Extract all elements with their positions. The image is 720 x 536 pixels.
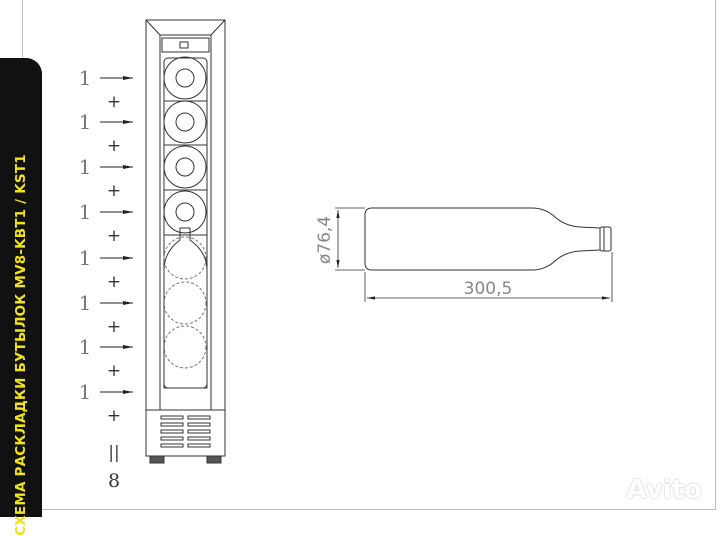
diameter-label: ø76,4 [315,216,335,264]
plus-sign: + [107,92,121,112]
vent-slot [160,436,184,441]
bottle-neck-circle [175,68,195,88]
vent-slot [187,443,211,448]
row-count-label: 1 [79,335,92,359]
bottle-neck-circle [175,202,195,222]
bottle-count-column: 1 +1 +1 +1 +1 +1 +1 +1 + || 8 [79,66,133,492]
hidden-bottle-circle [163,281,207,325]
row-count-label: 1 [79,110,92,134]
plus-sign: + [107,181,121,201]
row-count-label: 1 [79,380,92,404]
upright-bottle-outline [163,227,208,389]
plus-sign: + [107,361,121,381]
bottle-side-view [364,207,612,271]
dimension-lines [335,207,613,302]
layout-diagram: 1 +1 +1 +1 +1 +1 +1 +1 + || 8 ø76,4 300,5 [79,19,613,492]
avito-watermark: Avito [626,475,702,505]
plus-sign: + [107,226,121,246]
bottle-front-circle [163,100,207,144]
total-count: 8 [108,470,120,492]
plus-sign: + [107,272,121,292]
plus-sign: + [107,406,121,426]
title-tab: СХЕМА РАСКЛАДКИ БУТЫЛОК MV8-KBT1 / KST1 [0,58,42,536]
row-count-label: 1 [79,246,92,270]
vent-slot [160,443,184,448]
vent-slot [160,415,184,420]
plus-sign: + [107,317,121,337]
hidden-bottle-circle [163,236,207,280]
bottle-front-circle [163,56,207,100]
row-count-label: 1 [79,66,92,90]
bottle-neck-circle [175,112,195,132]
row-count-label: 1 [79,291,92,315]
length-label: 300,5 [464,279,513,299]
vent-slot [187,436,211,441]
vent-slot [187,422,211,427]
bottle-neck-circle [175,157,195,177]
vent-slot [187,415,211,420]
row-count-label: 1 [79,155,92,179]
hidden-bottle-circle [163,325,207,369]
plus-sign: + [107,136,121,156]
bottle-front-circle [163,190,207,234]
equals-sign: || [108,443,119,463]
vent-slot [160,429,184,434]
bottle-front-circle [163,145,207,189]
bottle-circles [163,56,208,389]
vent-slot [160,422,184,427]
row-count-label: 1 [79,200,92,224]
wine-fridge-drawing [145,19,226,464]
vent-slot [187,429,211,434]
